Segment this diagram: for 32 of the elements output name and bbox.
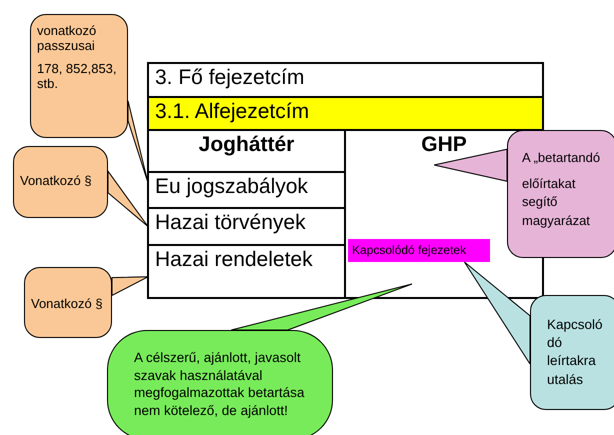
tag-label: Kapcsolódó fejezetek <box>352 243 466 257</box>
tag-box <box>348 239 490 262</box>
speech-bubble <box>530 295 614 410</box>
callout-pointer <box>108 170 148 227</box>
cell-text: Jogháttér <box>198 133 294 157</box>
callout-pointer <box>112 276 148 296</box>
callout-text: vonatkozó passzusai <box>37 23 98 53</box>
cell-text: 3. Fő fejezetcím <box>155 66 304 90</box>
cell-text: GHP <box>421 133 467 157</box>
cell-text: Hazai rendeletek <box>155 248 313 272</box>
callout-pointer <box>434 148 508 182</box>
cell-text: Eu jogszabályok <box>155 175 308 199</box>
callout-text: Kapcsoló dó leírtakra utalás <box>547 316 604 389</box>
callout-text: Vonatkozó § <box>31 296 104 311</box>
table-cell <box>148 172 345 208</box>
speech-bubble <box>507 130 614 258</box>
callout-pointer <box>464 262 530 364</box>
column-header-cell <box>148 130 345 172</box>
cell-text: Hazai törvények <box>155 211 306 235</box>
table-cell <box>148 245 345 298</box>
callout-text: 178, 852,853, stb. <box>37 61 118 91</box>
cell-text: 3.1. Alfejezetcím <box>155 100 310 124</box>
speech-bubble <box>24 267 112 338</box>
callout-text: Vonatkozó § <box>20 173 93 188</box>
subheading-cell <box>148 97 543 130</box>
callout-pointer <box>230 284 412 330</box>
table-cell <box>148 208 345 245</box>
speech-bubble <box>30 14 128 138</box>
callout-text: előírtakat segítő magyarázat <box>522 175 591 230</box>
callout-text: A „betartandó <box>522 149 602 167</box>
callout-text: A célszerű, ajánlott, javasolt szavak használatával megfogalmazottak betartása nem kötelező, de ajánlott! <box>134 349 306 420</box>
callout-pointer <box>128 100 148 184</box>
